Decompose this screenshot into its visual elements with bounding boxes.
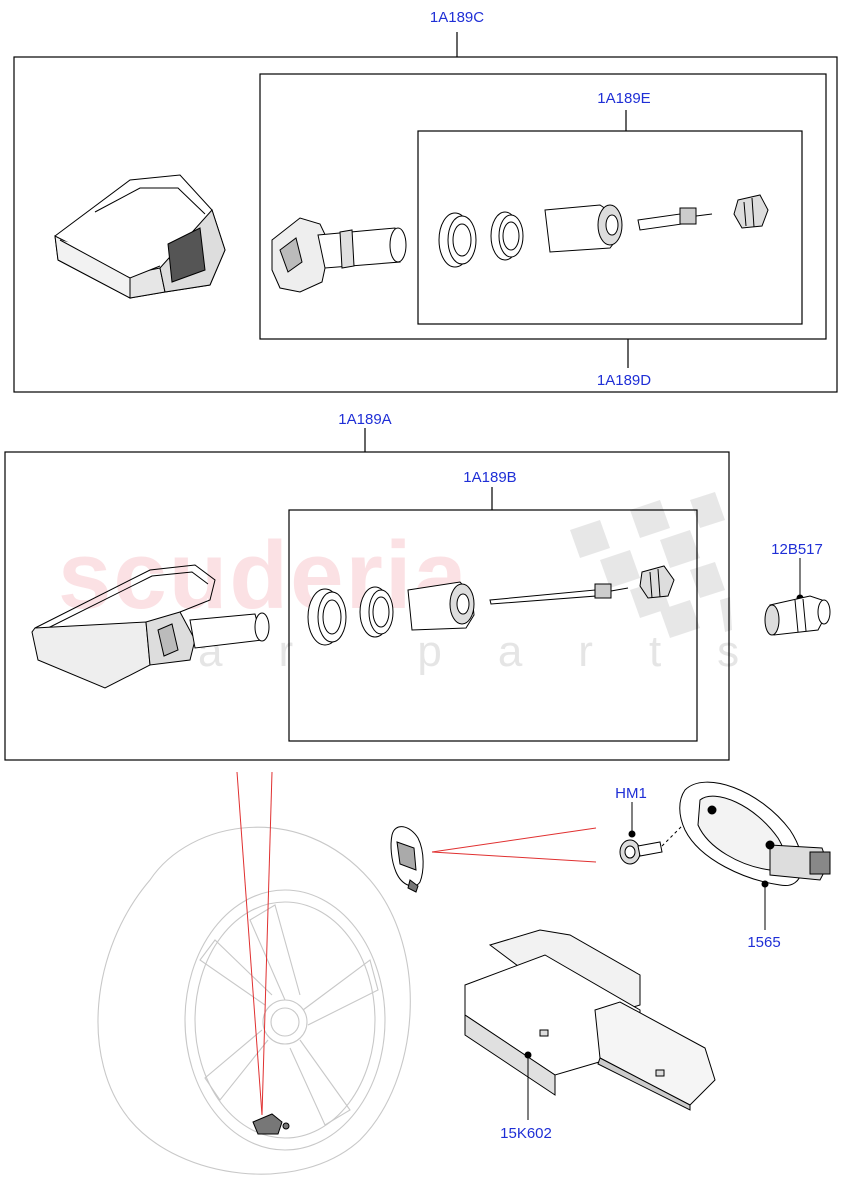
callout-1a189a: 1A189A [338, 411, 392, 428]
callout-1a189c: 1A189C [429, 9, 485, 26]
callout-1a189d: 1A189D [596, 372, 652, 389]
valve-kit-parts-e [438, 194, 769, 268]
callout-hm1: HM1 [615, 785, 647, 802]
wheel-valve-sensor [252, 1113, 290, 1135]
valve-stem-assembly-d [271, 217, 407, 293]
tpms-sensor-module [54, 174, 226, 299]
bolt-hm1 [619, 802, 683, 865]
callout-15k602: 15K602 [500, 1125, 552, 1142]
watermark-logo-text: scuderia [58, 522, 469, 629]
callout-1a189e: 1A189E [597, 90, 651, 107]
group-1a189a [4, 428, 730, 761]
banded-sensor-1a189a [31, 564, 270, 689]
ghost-wheel [97, 826, 411, 1175]
adapter-12b517 [764, 558, 831, 636]
red-leader-lines [236, 771, 597, 1116]
rim-mounted-sensor [390, 826, 424, 893]
group-1a189c [13, 32, 838, 393]
callout-1565: 1565 [747, 934, 781, 951]
module-15k602 [464, 929, 716, 1120]
bracket-1565 [679, 781, 831, 930]
checkered-flag-watermark [570, 492, 732, 638]
callout-12b517: 12B517 [771, 541, 823, 558]
callout-1a189b: 1A189B [463, 469, 517, 486]
valve-kit-parts-b [307, 565, 675, 646]
